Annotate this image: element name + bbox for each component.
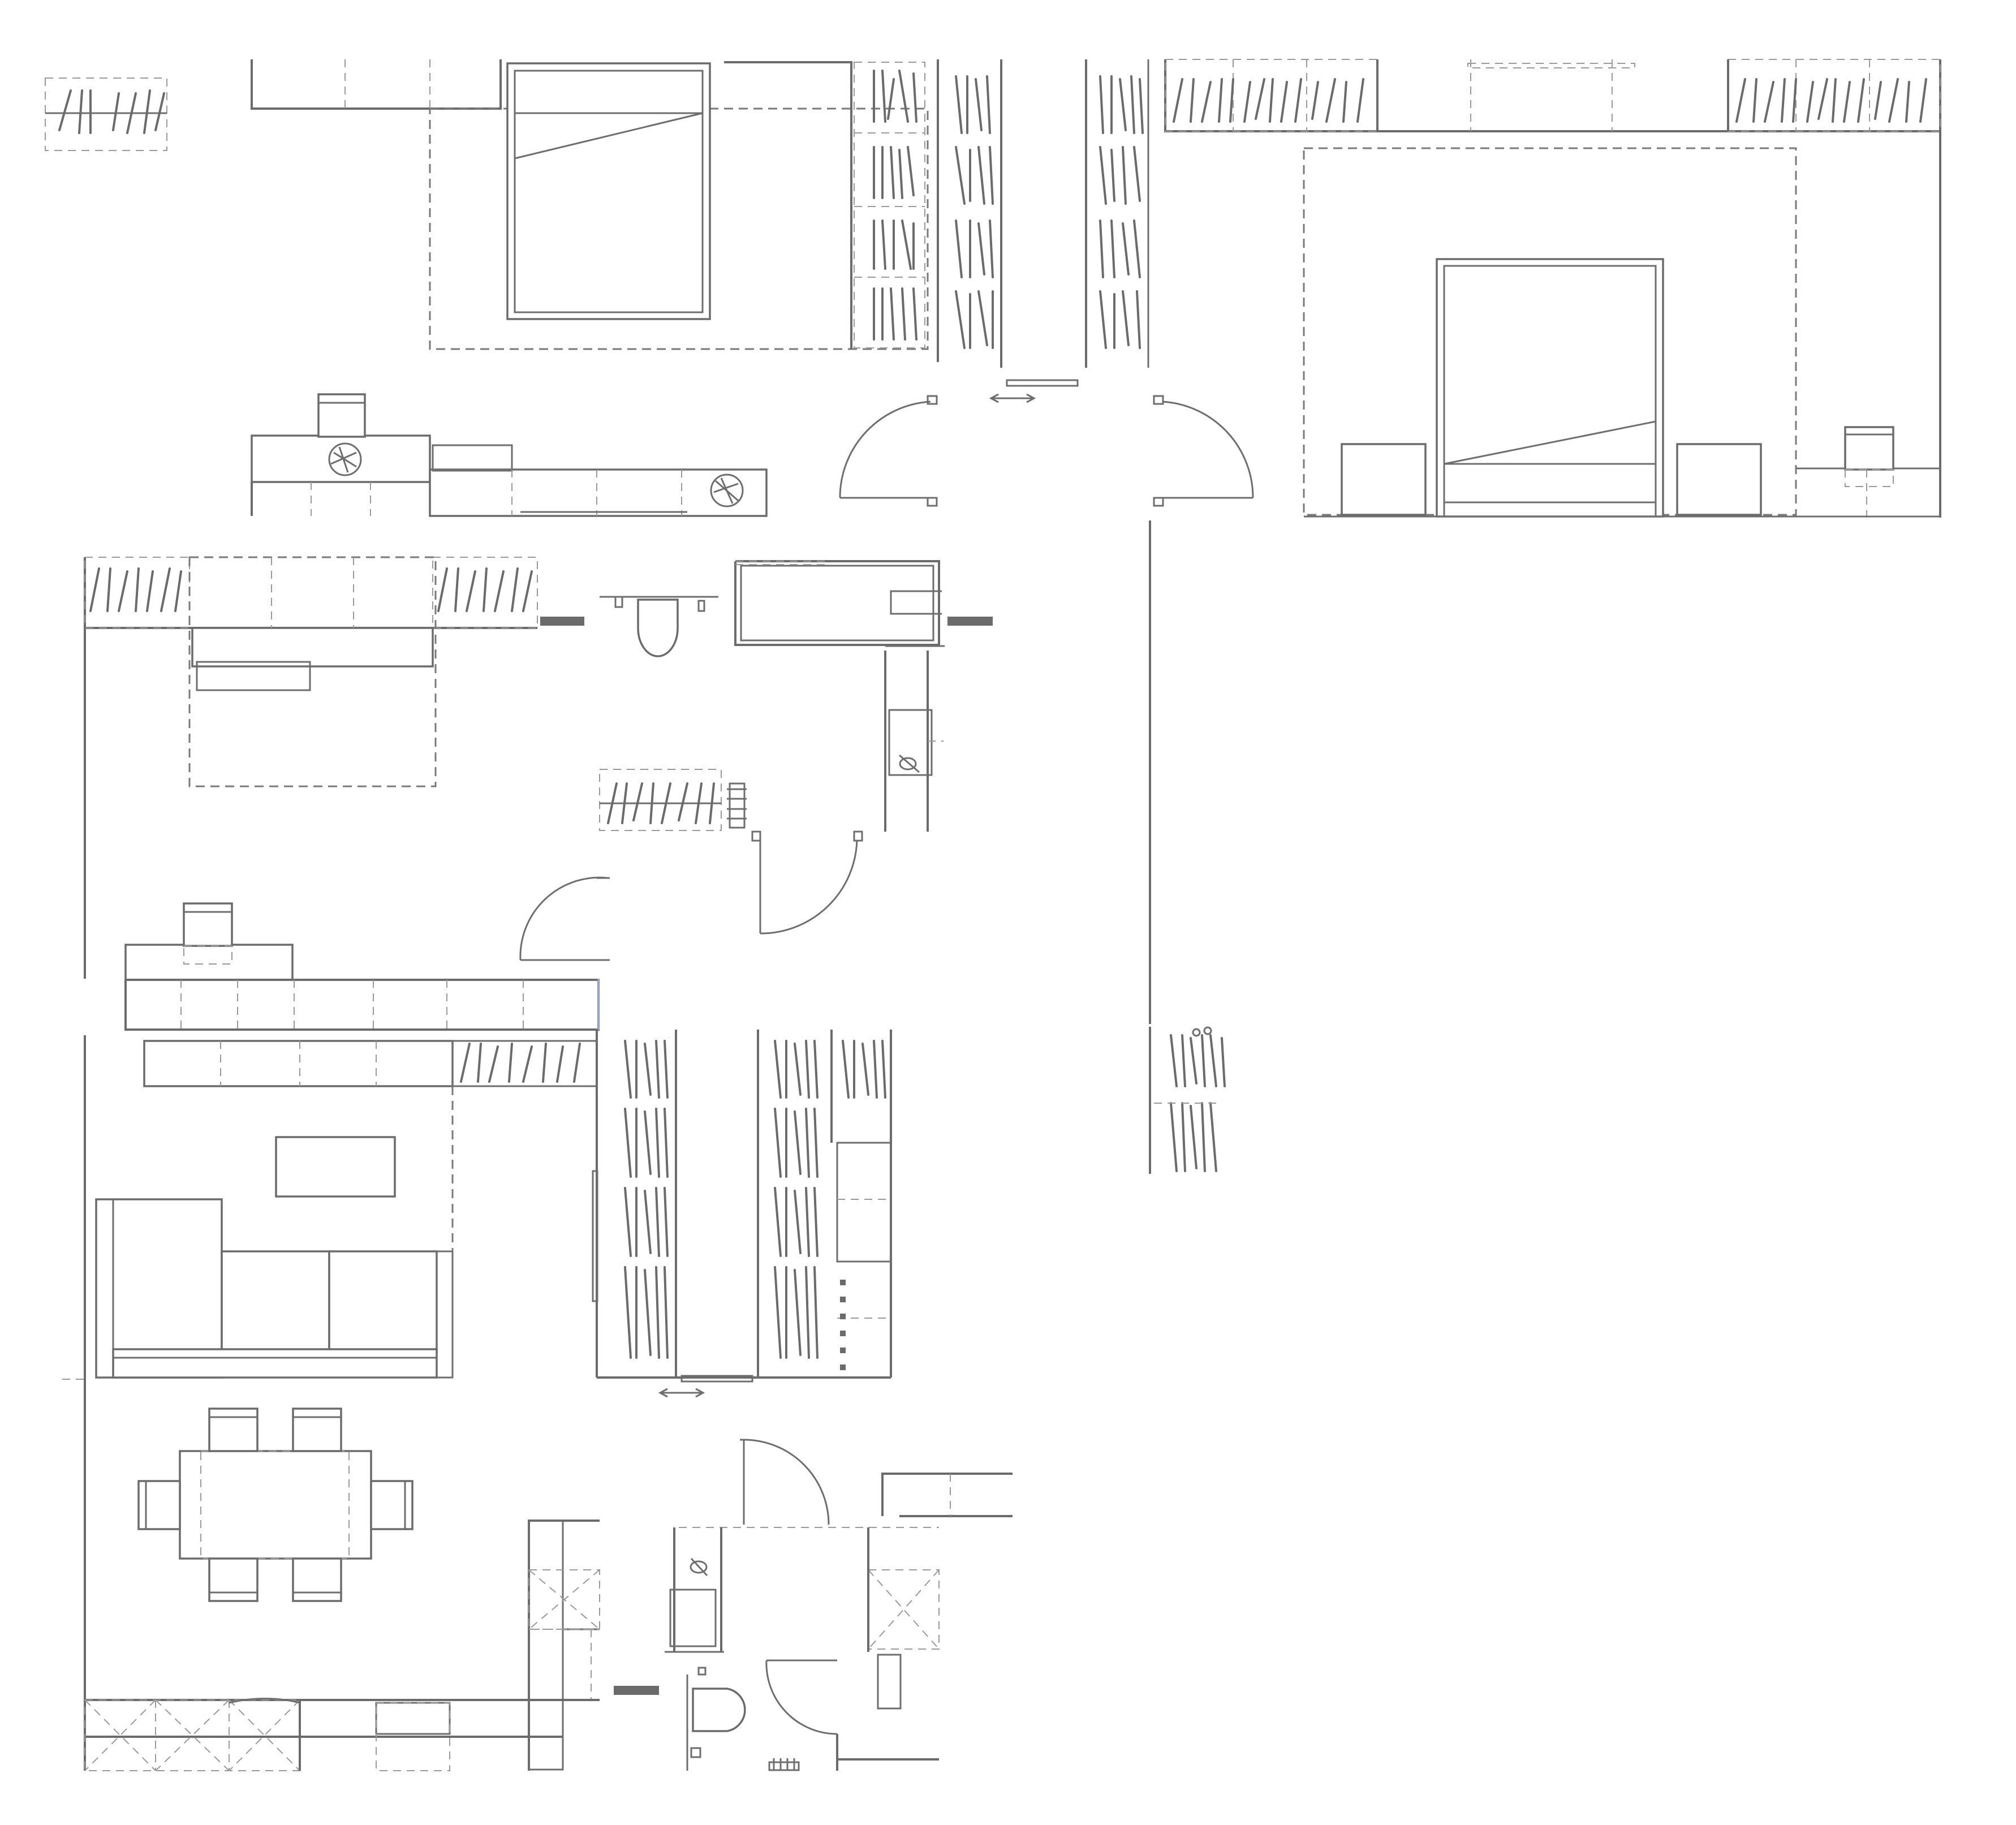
wardrobe-column-right (1085, 59, 1149, 368)
kitchen-counter-icon (84, 1699, 301, 1771)
hanger-icon (1099, 75, 1144, 349)
hanger-icon (1170, 1034, 1226, 1172)
bed-icon (506, 62, 711, 320)
shower-head-icon (690, 1557, 708, 1577)
toilet-icon (686, 1667, 746, 1771)
door-swing-icon (1153, 395, 1254, 507)
double-arrow-icon (989, 393, 1036, 403)
shower-head-icon (899, 754, 920, 773)
door-swing-icon (740, 1439, 830, 1525)
door-swing-icon (751, 830, 863, 935)
plant-icon (328, 442, 362, 476)
study-desk (251, 393, 768, 517)
bathtub-icon (734, 560, 942, 646)
door-swing-icon (839, 395, 938, 507)
nightstand (1676, 443, 1762, 516)
hanger-icon (89, 567, 533, 612)
bedroom-2 (1164, 59, 1941, 518)
dining-area (137, 1408, 413, 1602)
guest-wc (665, 1439, 1013, 1771)
hanger-icon (58, 89, 165, 134)
sliding-door-top (989, 379, 1079, 403)
double-arrow-icon (658, 1388, 705, 1398)
chair-icon (317, 393, 366, 438)
chair-icon (183, 902, 233, 965)
desk-row (124, 902, 600, 1031)
storage-x-icon (868, 1569, 940, 1650)
walk-in-closet (592, 1030, 892, 1398)
hanger-icon (873, 70, 917, 341)
hanger-icon (955, 75, 994, 349)
hanger-icon (607, 782, 715, 824)
coffee-table (275, 1136, 396, 1198)
hanger-icon (624, 1040, 886, 1359)
radiator-icon (768, 1758, 800, 1771)
bathroom (599, 560, 993, 935)
door-swing-icon (519, 876, 610, 961)
small-wardrobe-symbol (45, 78, 167, 151)
plant-icon (710, 474, 744, 507)
radiator-icon (727, 782, 747, 829)
hanger-icon (460, 1043, 581, 1083)
door-swing-icon (765, 1659, 838, 1771)
chair-icon (1844, 426, 1894, 487)
wardrobe-column-left (854, 59, 939, 362)
bed-icon (1436, 258, 1664, 518)
bedroom-3 (84, 556, 584, 979)
master-bedroom (251, 59, 929, 350)
living-room (62, 1035, 598, 1771)
kitchen (84, 1520, 659, 1771)
hanger-icon (1173, 78, 1927, 123)
nightstand (1341, 443, 1427, 516)
toilet-icon (600, 596, 718, 657)
wardrobe-column-middle (955, 59, 1002, 368)
sofa-icon (95, 1198, 454, 1379)
shelf-pegs (840, 1280, 846, 1370)
dining-table-icon (137, 1408, 413, 1602)
